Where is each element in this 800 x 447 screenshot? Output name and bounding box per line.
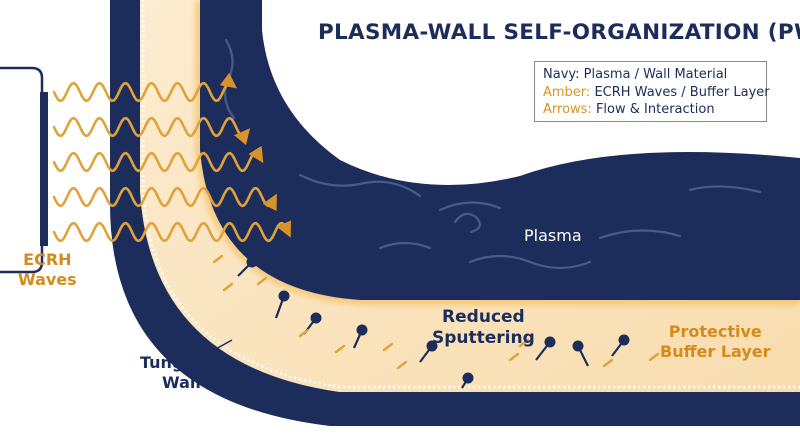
sputter-label-line: Sputtering bbox=[432, 328, 535, 348]
legend-key: Navy: bbox=[543, 67, 580, 82]
impact-particles bbox=[212, 254, 660, 389]
sputter-spark bbox=[334, 344, 346, 354]
particle bbox=[310, 312, 322, 324]
plasma-inner-cavity bbox=[262, 0, 800, 185]
ecrh-wave-arrow bbox=[52, 72, 237, 103]
sputter-spark bbox=[212, 254, 224, 264]
sputter-spark bbox=[396, 360, 408, 370]
legend-key: Arrows: bbox=[543, 102, 592, 117]
buffer-label-line: Protective bbox=[668, 322, 762, 341]
buffer-label-line: Buffer Layer bbox=[660, 342, 771, 361]
wall-label-pointer bbox=[204, 339, 233, 356]
legend-row-amber: Amber: ECRH Waves / Buffer Layer bbox=[543, 84, 770, 102]
sputter-spark bbox=[222, 282, 234, 292]
plasma-swirls bbox=[223, 38, 762, 270]
ecrh-wave-arrow bbox=[52, 145, 264, 173]
sputter-spark bbox=[518, 338, 530, 348]
particle bbox=[544, 336, 556, 348]
plasma-label: Plasma bbox=[524, 226, 582, 245]
tungsten-wall-label: Tungsten Wall bbox=[140, 353, 223, 393]
particle bbox=[462, 372, 474, 384]
legend-row-arrows: Arrows: Flow & Interaction bbox=[543, 101, 766, 119]
particle bbox=[572, 340, 584, 352]
particle bbox=[426, 340, 438, 352]
ecrh-wave-arrow bbox=[52, 220, 292, 243]
sputter-spark bbox=[382, 342, 394, 352]
legend-text: ECRH Waves / Buffer Layer bbox=[594, 84, 770, 100]
sputter-spark bbox=[648, 352, 660, 362]
legend-row-navy: Navy: Plasma / Wall Material bbox=[543, 66, 766, 84]
protective-buffer-label: Protective Buffer Layer bbox=[660, 322, 771, 362]
sputter-spark bbox=[602, 358, 614, 368]
legend-key: Amber: bbox=[543, 84, 591, 100]
ecrh-launcher bbox=[0, 66, 48, 274]
legend-text: Plasma / Wall Material bbox=[583, 67, 728, 82]
sputter-spark bbox=[298, 328, 310, 338]
sputter-spark bbox=[256, 276, 268, 286]
legend-box: Navy: Plasma / Wall Material Amber: ECRH… bbox=[534, 61, 770, 122]
ecrh-waves bbox=[52, 72, 292, 243]
ecrh-label-line: Waves bbox=[18, 270, 77, 289]
ecrh-wave-arrow bbox=[52, 116, 250, 146]
particle bbox=[356, 324, 368, 336]
ecrh-label-line: ECRH bbox=[23, 250, 72, 269]
wall-label-line: Tungsten bbox=[140, 353, 223, 372]
legend-text: Flow & Interaction bbox=[595, 102, 715, 117]
wall-label-line: Wall bbox=[161, 373, 201, 392]
particle bbox=[618, 334, 630, 346]
sputter-label-line: Reduced bbox=[442, 307, 525, 327]
reduced-sputtering-label: Reduced Sputtering bbox=[432, 307, 535, 349]
diagram-title: PLASMA-WALL SELF-ORGANIZATION (PWSO) bbox=[318, 20, 800, 45]
sputter-spark bbox=[508, 352, 520, 362]
particle bbox=[278, 290, 290, 302]
buffer-rough-edge bbox=[141, 0, 800, 389]
ecrh-wave-arrow bbox=[52, 186, 277, 212]
ecrh-waves-label: ECRH Waves bbox=[18, 250, 77, 290]
particle bbox=[246, 256, 258, 268]
